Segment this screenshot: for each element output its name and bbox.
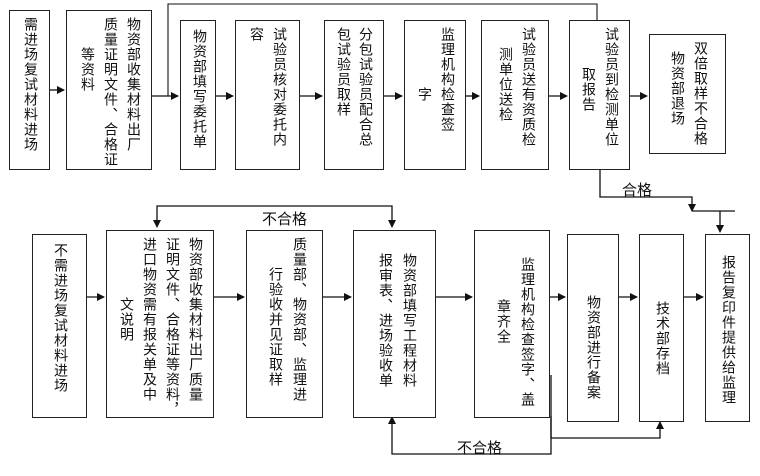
box-fill-request: 物资部填写委托单 bbox=[180, 20, 216, 170]
text-subcontract-col1: 分包试验员配合总 bbox=[357, 27, 373, 147]
text-record: 物资部进行备案 bbox=[585, 295, 601, 400]
box-supervisor-sign-top: 监理机构检查签 字 bbox=[404, 20, 466, 170]
line-sign-to-archive bbox=[550, 416, 664, 439]
text-archive: 技术部存档 bbox=[654, 301, 670, 376]
text-collect-bottom-col4: 文说明 bbox=[118, 297, 134, 342]
text-form-col2: 报审表、进场验收单 bbox=[377, 253, 393, 388]
text-sign-bottom-col2: 章齐全 bbox=[495, 299, 511, 344]
text-joint-col2: 行验收并见证取样 bbox=[267, 267, 283, 387]
loop-fail-top-left bbox=[153, 205, 262, 228]
loop-fail-bottom bbox=[388, 375, 552, 455]
text-collect-report-col1: 试验员到检测单位 bbox=[603, 27, 619, 147]
box-subcontract-sampling: 分包试验员配合总 包试验员取样 bbox=[324, 20, 384, 170]
text-collect-docs-top-col3: 等资料 bbox=[79, 47, 95, 92]
text-double-col1: 双倍取样不合格 bbox=[692, 41, 708, 146]
box-fill-report-form: 物资部填写工程材料 报审表、进场验收单 bbox=[353, 230, 436, 418]
text-joint-col1: 质量部、物资部、监理进 bbox=[291, 237, 307, 402]
box-joint-inspection: 质量部、物资部、监理进 行验收并见证取样 bbox=[246, 230, 323, 418]
text-sign-bottom-col1: 监理机构检查签字、盖 bbox=[519, 257, 535, 407]
box-material-record: 物资部进行备案 bbox=[567, 234, 619, 422]
box-tech-archive: 技术部存档 bbox=[639, 234, 684, 422]
box-supervisor-sign-bottom: 监理机构检查签字、盖 章齐全 bbox=[474, 230, 550, 418]
box-collect-docs-bottom: 物资部收集材料出厂质量 证明文件、合格证等资料， 进口物资需有报关单及中 文说明 bbox=[106, 230, 214, 418]
text-collect-bottom-col1: 物资部收集材料出厂质量 bbox=[187, 237, 203, 402]
text-need-retest: 需进场复试材料进场 bbox=[22, 17, 38, 152]
text-collect-docs-top-col2: 质量证明文件、合格证 bbox=[102, 17, 118, 167]
box-double-sampling: 双倍取样不合格 物资部退场 bbox=[649, 34, 726, 154]
label-pass: 合格 bbox=[622, 181, 653, 199]
box-report-copy: 报告复印件提供给监理 bbox=[705, 234, 750, 422]
text-supervisor-top-col2: 字 bbox=[416, 87, 432, 102]
text-collect-report-col2: 取报告 bbox=[580, 67, 596, 112]
text-collect-bottom-col3: 进口物资需有报关单及中 bbox=[141, 237, 157, 402]
box-collect-docs-top: 物资部收集材料出厂 质量证明文件、合格证 等资料 bbox=[66, 10, 152, 170]
box-verify-request: 试验员核对委托内 容 bbox=[235, 20, 300, 170]
text-fill-request: 物资部填写委托单 bbox=[191, 29, 207, 149]
arrow-pass bbox=[599, 170, 696, 212]
box-collect-report: 试验员到检测单位 取报告 bbox=[569, 20, 630, 170]
text-verify-request-col2: 容 bbox=[248, 27, 264, 42]
text-send-lab-col2: 测单位送检 bbox=[497, 47, 513, 122]
text-collect-bottom-col2: 证明文件、合格证等资料， bbox=[164, 237, 180, 417]
box-need-retest: 需进场复试材料进场 bbox=[9, 10, 50, 170]
loop-fail-top-right bbox=[262, 205, 396, 228]
text-no-retest: 不需进场复试材料进场 bbox=[52, 243, 68, 393]
loop-report-to-fill bbox=[167, 3, 598, 96]
box-send-to-lab: 试验员送有资质检 测单位送检 bbox=[481, 20, 549, 170]
label-fail-top: 不合格 bbox=[262, 210, 308, 228]
text-send-lab-col1: 试验员送有资质检 bbox=[520, 27, 536, 147]
text-double-col2: 物资部退场 bbox=[669, 51, 685, 126]
text-collect-docs-top-col1: 物资部收集材料出厂 bbox=[125, 17, 141, 152]
text-verify-request-col1: 试验员核对委托内 bbox=[271, 27, 287, 147]
label-fail-bottom: 不合格 bbox=[457, 439, 503, 457]
box-no-retest: 不需进场复试材料进场 bbox=[32, 234, 87, 418]
text-subcontract-col2: 包试验员取样 bbox=[335, 27, 351, 117]
text-report-copy: 报告复印件提供给监理 bbox=[720, 255, 736, 405]
text-form-col1: 物资部填写工程材料 bbox=[401, 253, 417, 388]
text-supervisor-top-col1: 监理机构检查签 bbox=[439, 27, 455, 132]
